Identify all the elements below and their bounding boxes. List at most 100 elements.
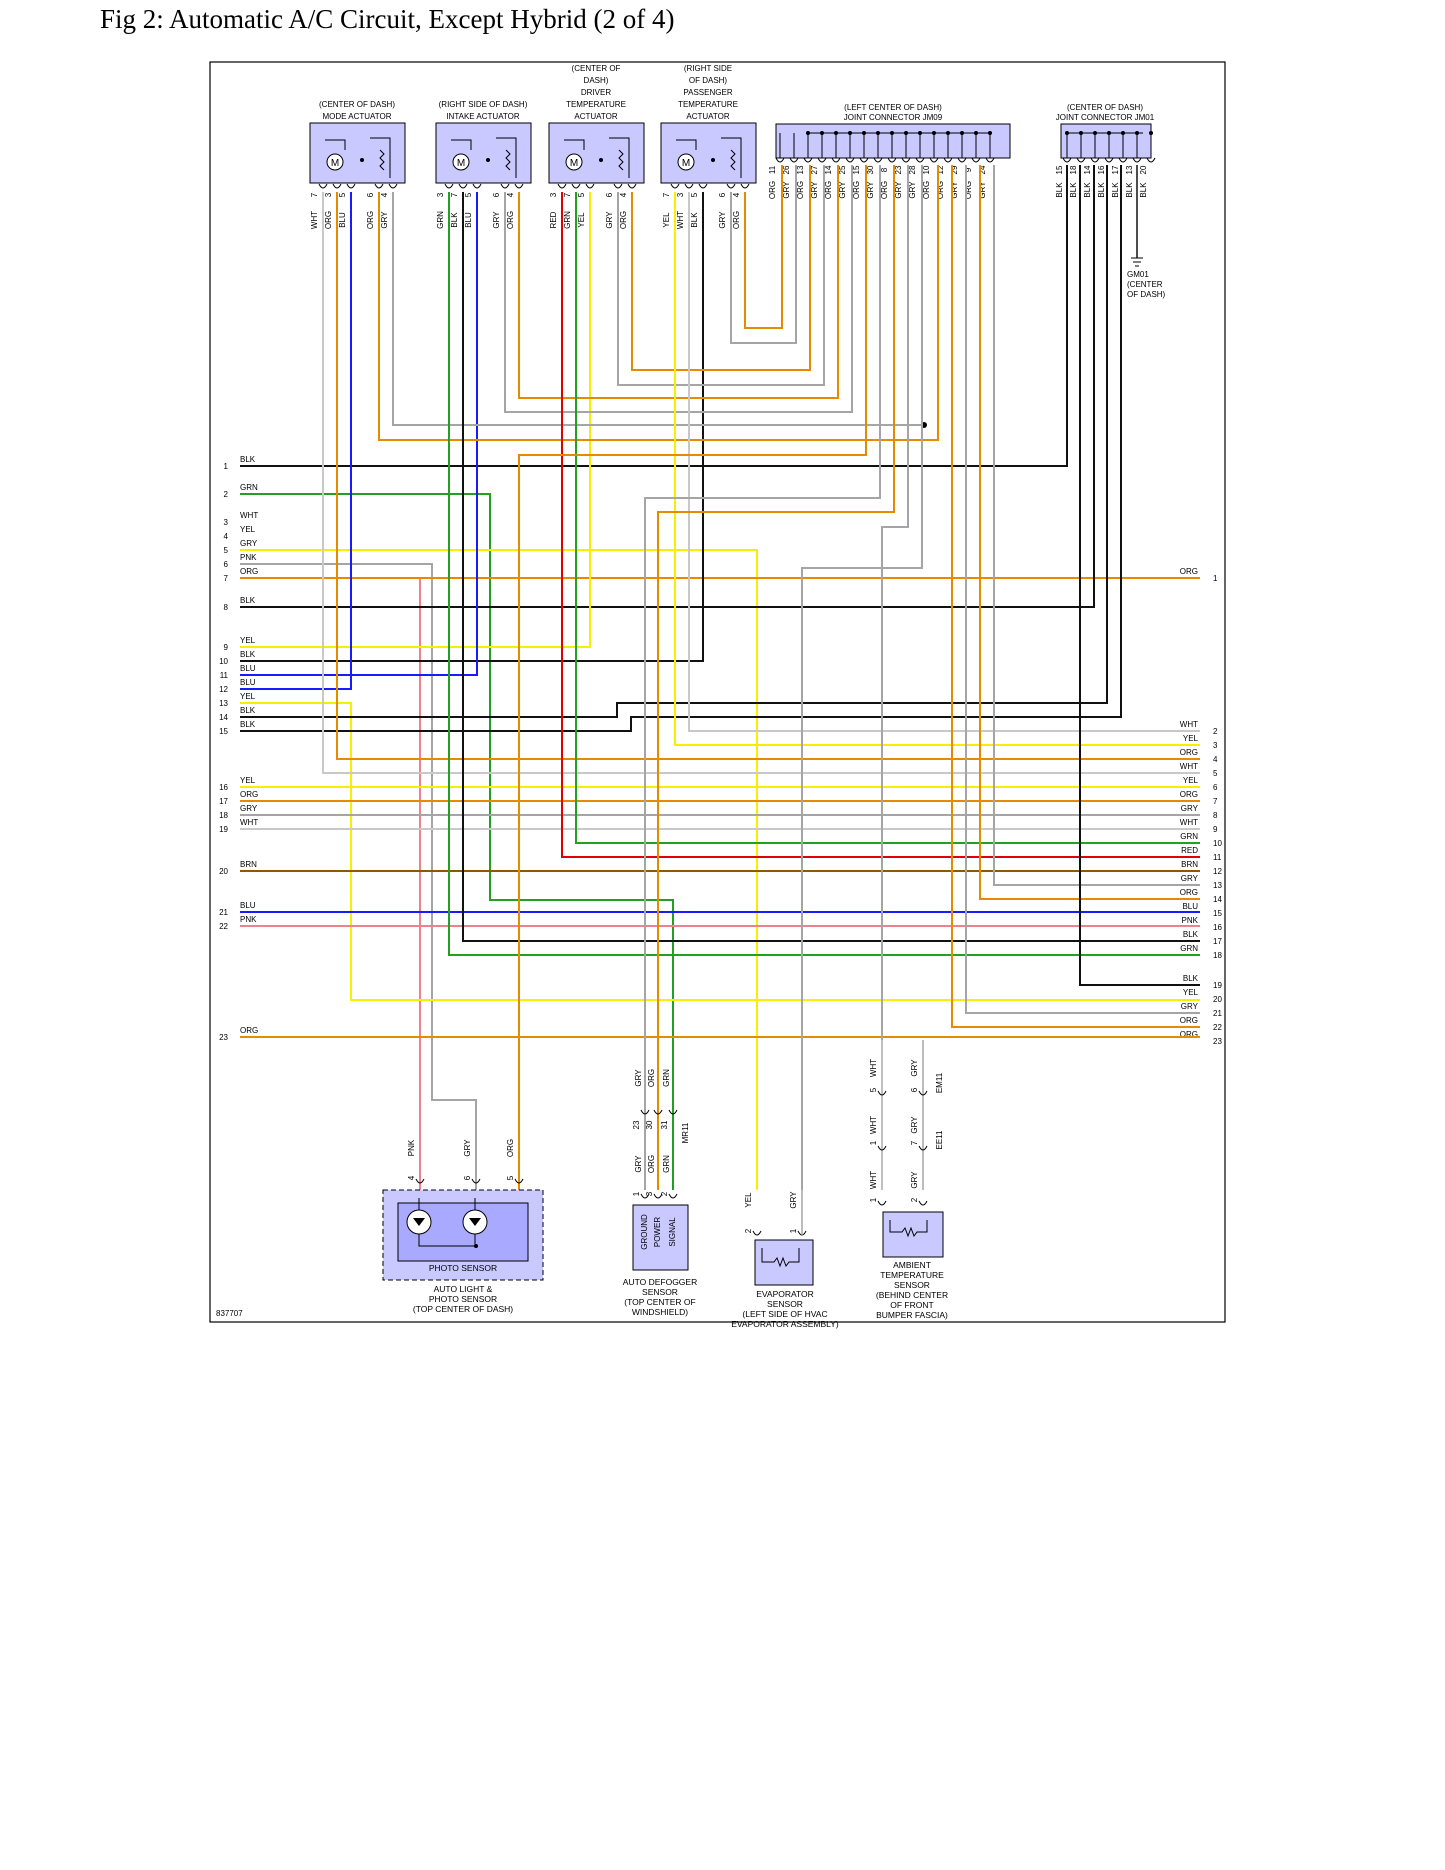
wire-jm09-24 [993, 165, 1200, 886]
wire-color-code: GRY [950, 181, 959, 199]
pin-number: 25 [838, 165, 847, 174]
wire-driver-4 [631, 165, 811, 371]
junction-dot [820, 131, 824, 135]
pin-socket [971, 157, 981, 163]
wire-passenger-3 [688, 192, 1200, 732]
junction-dot [1093, 131, 1097, 135]
wire-color-code: GRY [605, 211, 614, 229]
right-terminal-number: 3 [1213, 741, 1218, 750]
left-terminal-color: ORG [240, 1026, 258, 1035]
right-terminal-number: 6 [1213, 783, 1218, 792]
pin-number: 27 [810, 165, 819, 174]
pin-socket [1146, 157, 1156, 163]
wire-intake-4 [518, 165, 839, 399]
left-terminal-color: BLU [240, 678, 256, 687]
passenger-temperature-actuator-label: OF DASH) [689, 76, 728, 85]
wire-color-code: BLK [450, 212, 459, 228]
right-terminal-number: 8 [1213, 811, 1218, 820]
wire-color-code: ORG [619, 211, 628, 229]
pin-number: 20 [1139, 165, 1148, 174]
wire-passenger-7 [674, 192, 1200, 746]
signal-label: POWER [653, 1217, 662, 1247]
passenger-temperature-actuator-label: TEMPERATURE [678, 100, 738, 109]
pin-socket [640, 1109, 650, 1115]
pin-number: 16 [1097, 165, 1106, 174]
pin-number: 6 [463, 1175, 472, 1180]
pin-socket [415, 1178, 425, 1184]
wire-color-code: ORG [647, 1069, 656, 1087]
ground-label: GM01 [1127, 270, 1149, 279]
pin-socket [817, 157, 827, 163]
pin-number: 3 [549, 192, 558, 197]
wire-color-code: BLK [1139, 182, 1148, 198]
junction-dot [806, 131, 810, 135]
junction-dot [862, 131, 866, 135]
photo-sensor-label: PHOTO SENSOR [429, 1294, 497, 1304]
left-terminal-number: 15 [219, 727, 228, 736]
left-terminal-color: ORG [240, 567, 258, 576]
left-terminal-number: 3 [224, 518, 229, 527]
connector-id: EM11 [935, 1072, 944, 1093]
left-terminal-color: BLK [240, 455, 256, 464]
pin-socket [318, 183, 328, 189]
right-terminal-number: 5 [1213, 769, 1218, 778]
motor-icon [326, 153, 344, 171]
passenger-temperature-actuator-label: PASSENGER [683, 88, 732, 97]
wire-color-code: ORG [506, 211, 515, 229]
pin-socket [985, 157, 995, 163]
pin-socket [346, 183, 356, 189]
pin-number: 11 [768, 165, 777, 174]
pin-socket [943, 157, 953, 163]
pin-number: 15 [852, 165, 861, 174]
wire-color-code: BLK [1125, 182, 1134, 198]
defogger-sensor-label: WINDSHIELD) [632, 1307, 688, 1317]
left-terminal-number: 12 [219, 685, 228, 694]
thermistor-icon [761, 1248, 800, 1268]
motor-label: M [331, 158, 339, 169]
pin-number: 4 [380, 192, 389, 197]
pin-socket [444, 183, 454, 189]
passenger-temperature-actuator-label: (RIGHT SIDE [684, 64, 732, 73]
left-terminal-color: BLU [240, 664, 256, 673]
wire-color-code: GRY [782, 181, 791, 199]
pin-number: 23 [632, 1120, 641, 1129]
defogger-sensor-label: AUTO DEFOGGER [623, 1277, 697, 1287]
wire-jm09-8 [657, 165, 895, 1190]
pin-socket [901, 157, 911, 163]
wire-color-code: GRY [789, 1191, 798, 1209]
wire-color-code: WHT [310, 211, 319, 229]
wire-jm01-18 [1079, 165, 1200, 986]
pin-socket [918, 1090, 928, 1096]
pin-number: 6 [492, 192, 501, 197]
right-terminal-color: WHT [1180, 720, 1198, 729]
passenger-temperature-actuator: M [660, 122, 757, 184]
wire-color-code: BLU [338, 212, 347, 228]
pin-number: 15 [1055, 165, 1064, 174]
driver-temperature-actuator-label: TEMPERATURE [566, 100, 626, 109]
right-terminal-color: YEL [1183, 734, 1199, 743]
pin-socket [670, 183, 680, 189]
left-terminal-color: YEL [240, 525, 256, 534]
diode-symbol [413, 1218, 481, 1226]
wire-color-code: ORG [852, 181, 861, 199]
pin-number: 31 [660, 1120, 669, 1129]
driver-temperature-actuator-label: (CENTER OF [572, 64, 621, 73]
left-terminal-number: 16 [219, 783, 228, 792]
wire-color-code: ORG [732, 211, 741, 229]
right-terminal-color: BLK [1183, 974, 1199, 983]
left-terminal-color: BLK [240, 650, 256, 659]
wire-color-code: BLK [1097, 182, 1106, 198]
diagram-frame [209, 61, 1226, 1323]
wire-driver-7 [575, 192, 1200, 844]
wire-left-1 [240, 165, 1068, 467]
wire-color-code: GRY [838, 181, 847, 199]
mode-actuator-label: (CENTER OF DASH) [319, 100, 395, 109]
jm09-label: (LEFT CENTER OF DASH) [844, 103, 942, 112]
pin-socket [500, 183, 510, 189]
wire-jm09-15 [518, 165, 867, 1190]
wire-color-code: ORG [768, 181, 777, 199]
left-terminal-number: 19 [219, 825, 228, 834]
ambient-sensor-body [882, 1211, 944, 1258]
wire-color-code: GRN [436, 211, 445, 229]
photo-sensor-label: AUTO LIGHT & [434, 1284, 493, 1294]
